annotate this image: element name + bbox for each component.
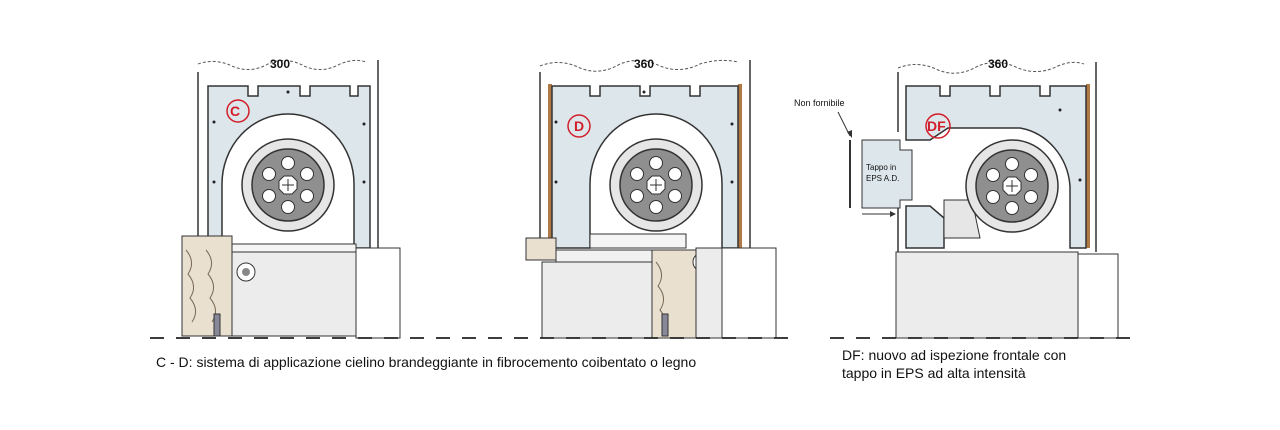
label-d-text: D	[574, 118, 584, 134]
label-d-circle	[567, 114, 591, 138]
panel-c: C 300	[181, 57, 401, 339]
wood-lining-right-d	[738, 84, 742, 248]
dimension-df: 360	[988, 57, 1008, 71]
wood-frame-c	[181, 235, 233, 337]
wood-lining-left-d	[548, 84, 552, 248]
sash-df	[895, 251, 1079, 339]
top-break-line-d	[539, 59, 739, 72]
frame-profile-df	[1077, 253, 1119, 339]
insulation-box-upper-df	[905, 85, 1087, 249]
dimension-c: 300	[270, 57, 290, 71]
panel-df: DF 360 Tappo in EPS A.D. Non fornibile	[794, 57, 1119, 339]
wood-lining-right-df	[1086, 84, 1090, 248]
roller-c	[241, 138, 335, 232]
frame-profile-d	[721, 247, 777, 339]
eps-cap	[861, 139, 913, 209]
insulation-box-d	[551, 85, 739, 249]
roller-d	[609, 138, 703, 232]
frame-profile-c	[355, 247, 401, 339]
sash-d	[541, 261, 653, 339]
panel-d: D 360	[525, 57, 777, 339]
wood-frame-d	[651, 249, 697, 339]
caption-cd: C - D: sistema di applicazione cielino b…	[156, 354, 697, 370]
not-supplied-label: Non fornibile	[794, 98, 845, 108]
eps-cap-label-1: Tappo in	[866, 163, 896, 172]
sash-c	[231, 249, 357, 337]
top-break-line-df	[897, 61, 1085, 74]
wood-frame-top-d	[525, 237, 557, 261]
caption-df-line2: tappo in EPS ad alta intensità	[842, 365, 1026, 381]
insulation-box-c	[207, 85, 371, 249]
label-df-circle	[925, 113, 951, 139]
label-df-text: DF	[927, 118, 946, 134]
roller-df	[965, 139, 1059, 233]
insulation-box-lower-df	[905, 205, 945, 249]
eps-cap-label-2: EPS A.D.	[866, 174, 899, 183]
label-c-text: C	[230, 103, 240, 119]
dimension-d: 360	[634, 57, 654, 71]
label-c-circle	[226, 99, 250, 123]
arrow-head	[890, 211, 896, 217]
caption-df-line1: DF: nuovo ad ispezione frontale con	[842, 347, 1067, 363]
top-break-line-c	[197, 59, 367, 70]
